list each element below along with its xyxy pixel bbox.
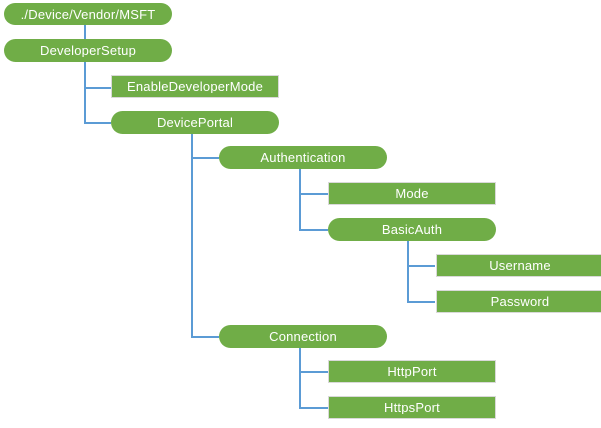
node-enabledevelopermode-label: EnableDeveloperMode (126, 80, 264, 93)
node-httpsport[interactable]: HttpsPort (328, 396, 496, 419)
connector-deviceportal-trunk (191, 133, 193, 337)
node-connection[interactable]: Connection (219, 325, 387, 348)
node-password-label: Password (490, 295, 550, 308)
connector-authentication-trunk (299, 169, 301, 230)
connector-deviceportal-to-connection (191, 336, 219, 338)
node-mode-label: Mode (395, 187, 429, 200)
node-username-label: Username (489, 259, 551, 272)
node-username[interactable]: Username (436, 254, 601, 277)
connector-deviceportal-to-authentication (191, 157, 219, 159)
node-developersetup[interactable]: DeveloperSetup (4, 39, 172, 62)
node-developersetup-label: DeveloperSetup (39, 44, 137, 57)
node-root[interactable]: ./Device/Vendor/MSFT (4, 3, 172, 25)
connector-developersetup-to-deviceportal (84, 122, 111, 124)
node-password[interactable]: Password (436, 290, 601, 313)
connector-basicauth-trunk (407, 240, 409, 302)
connector-connection-to-httpsport (299, 407, 328, 409)
connector-authentication-to-mode (299, 193, 328, 195)
node-httpsport-label: HttpsPort (384, 401, 440, 414)
node-enabledevelopermode[interactable]: EnableDeveloperMode (111, 75, 279, 98)
connector-developersetup-trunk (84, 62, 86, 123)
connector-developersetup-to-enabledevelopermode (84, 87, 111, 89)
connector-connection-trunk (299, 348, 301, 408)
connector-connection-to-httpport (299, 371, 328, 373)
node-basicauth[interactable]: BasicAuth (328, 218, 496, 241)
connector-basicauth-to-password (407, 301, 435, 303)
node-authentication[interactable]: Authentication (219, 146, 387, 169)
connector-basicauth-to-username (407, 265, 435, 267)
node-deviceportal-label: DevicePortal (156, 116, 234, 129)
connector-authentication-to-basicauth (299, 229, 328, 231)
node-mode[interactable]: Mode (328, 182, 496, 205)
node-httpport[interactable]: HttpPort (328, 360, 496, 383)
node-deviceportal[interactable]: DevicePortal (111, 111, 279, 134)
connector-root-to-developersetup (84, 24, 86, 40)
node-connection-label: Connection (269, 330, 337, 343)
node-httpport-label: HttpPort (387, 365, 437, 378)
node-basicauth-label: BasicAuth (381, 223, 443, 236)
node-authentication-label: Authentication (260, 151, 346, 164)
node-root-label: ./Device/Vendor/MSFT (20, 7, 156, 21)
